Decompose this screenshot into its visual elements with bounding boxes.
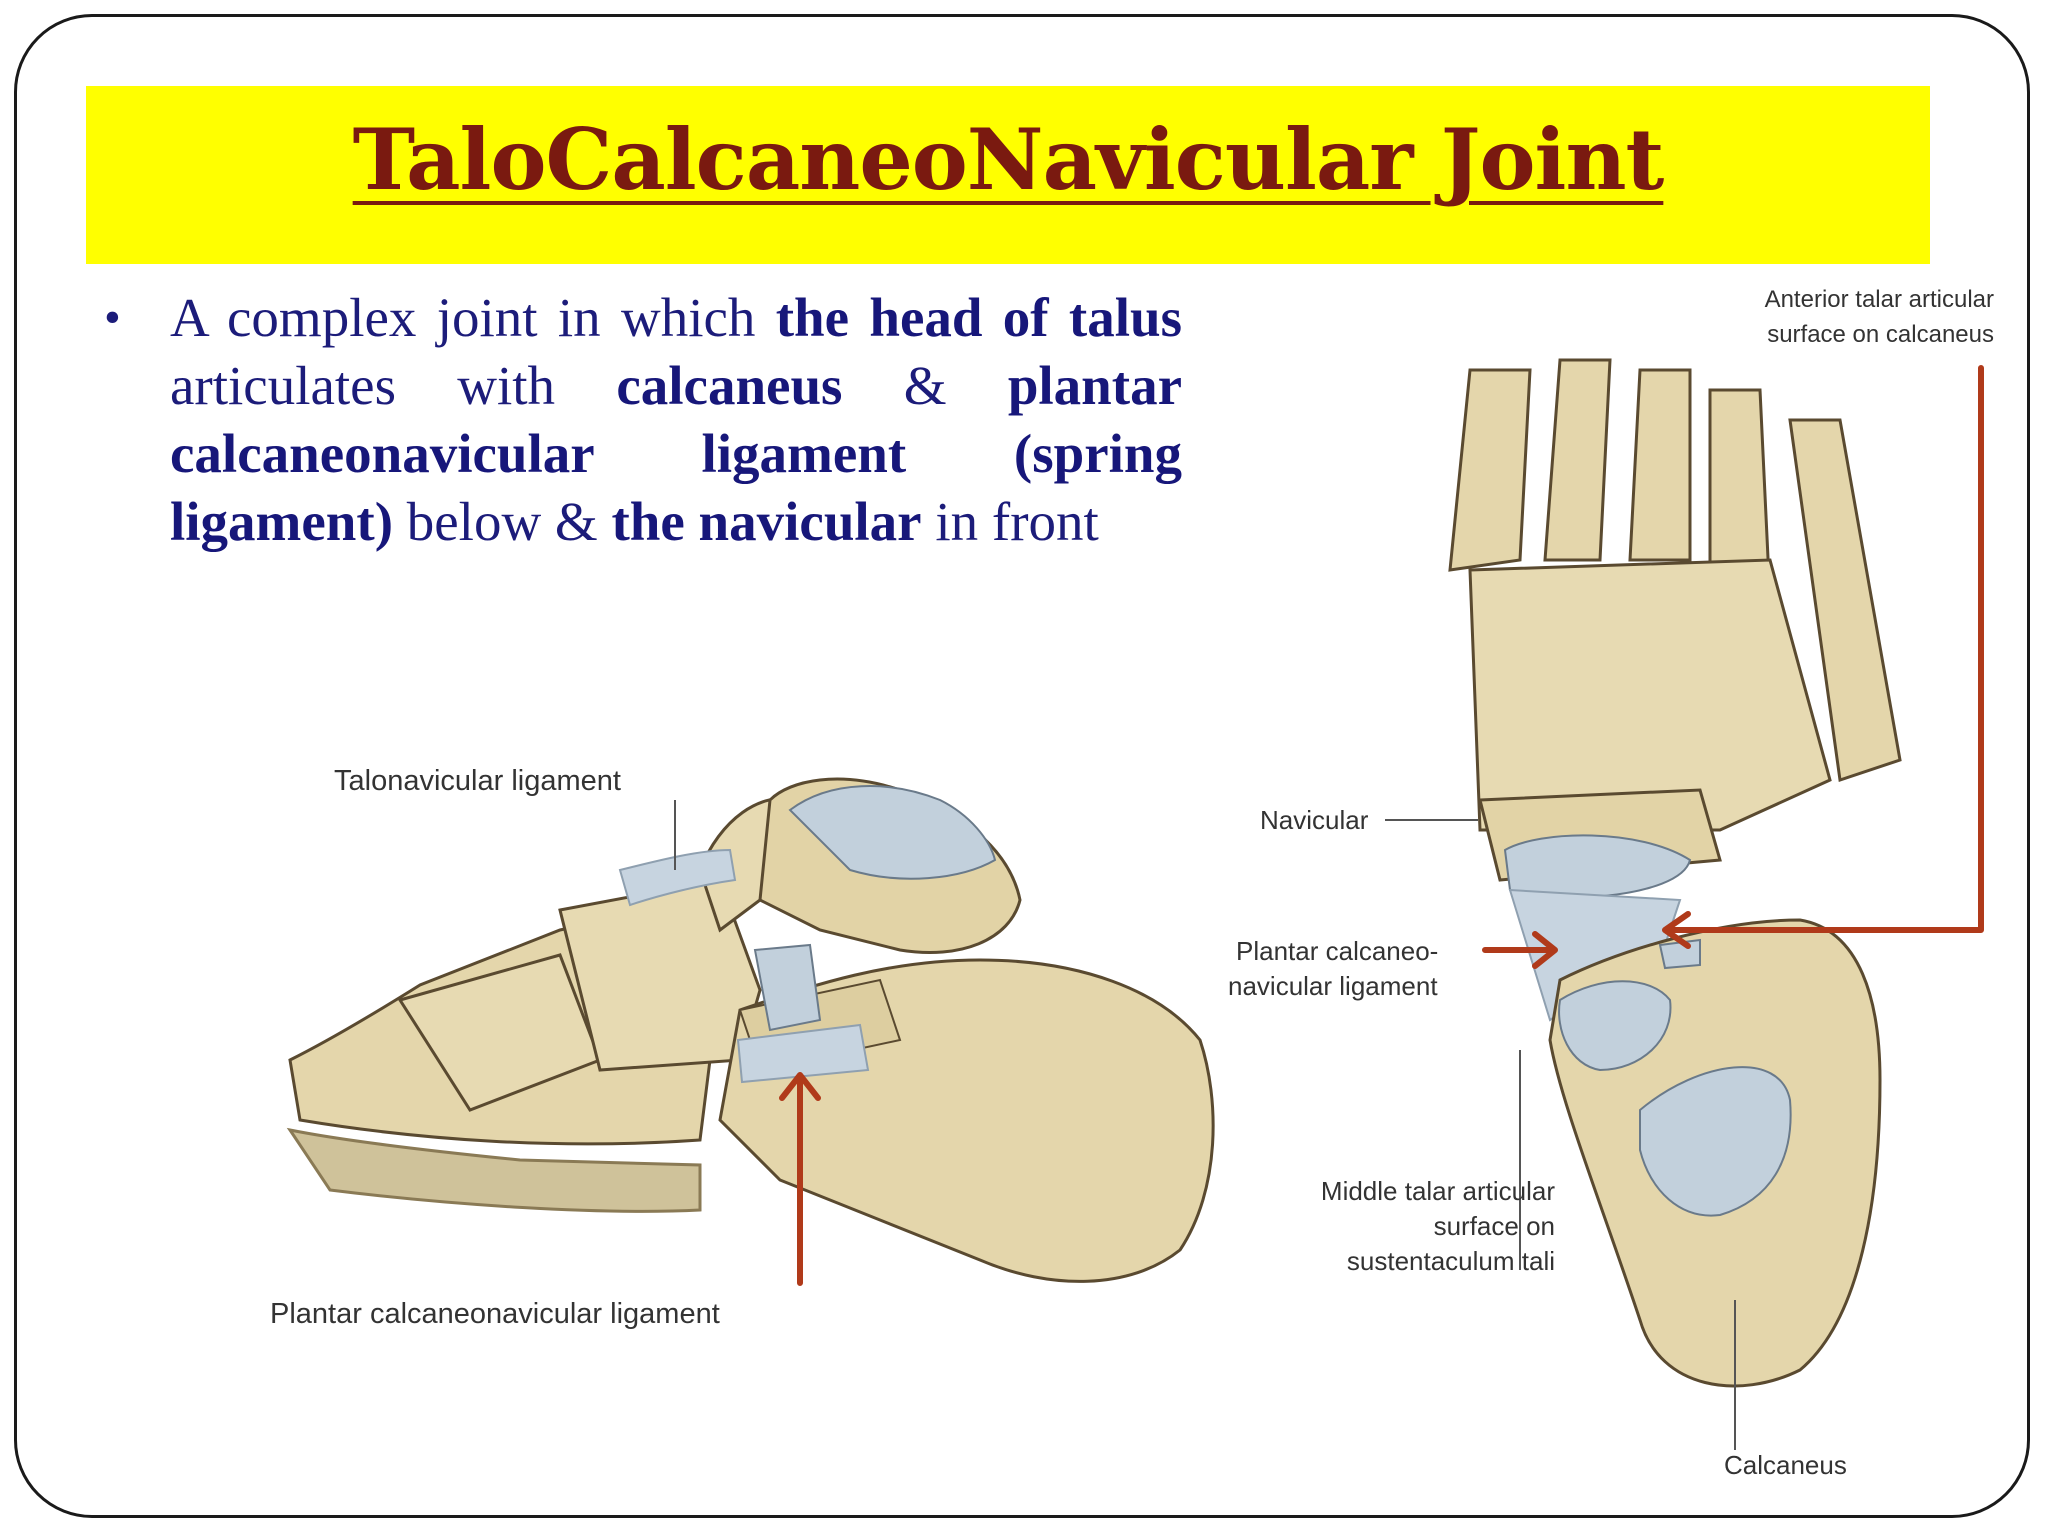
talus-articular-surface bbox=[788, 785, 997, 880]
arrow-right-plantar bbox=[1482, 931, 1558, 969]
label-plantar-calcaneo-1: Plantar calcaneo- bbox=[1236, 936, 1438, 966]
arrow-left-plantar bbox=[779, 1072, 821, 1286]
label-middle-talar-2: surface on bbox=[1434, 1211, 1555, 1241]
text-run: below & bbox=[393, 491, 612, 552]
red-arrows bbox=[779, 365, 1984, 1286]
metatarsals-right bbox=[1448, 358, 1902, 782]
posterior-talar-surface bbox=[1639, 1066, 1792, 1217]
text-run: articulates with bbox=[170, 355, 617, 416]
label-navicular: Navicular bbox=[1260, 805, 1369, 835]
cartilage-patch bbox=[753, 943, 822, 1032]
label-anterior-talar-2: surface on calcaneus bbox=[1767, 321, 1994, 348]
plantar-calcaneonavicular-ligament bbox=[736, 1023, 870, 1084]
label-middle-talar-1: Middle talar articular bbox=[1321, 1176, 1555, 1206]
title-banner: TaloCalcaneoNavicular Joint bbox=[86, 86, 1930, 264]
bold-calcaneus: calcaneus bbox=[616, 355, 843, 416]
anterior-talar-surface bbox=[1658, 938, 1701, 970]
cuboid-cuneiforms bbox=[1468, 558, 1832, 832]
text-run: A complex joint in which bbox=[170, 287, 776, 348]
bold-head-of-talus: the head of talus bbox=[775, 287, 1182, 348]
label-talonavicular-ligament: Talonavicular ligament bbox=[334, 765, 621, 797]
label-middle-talar-3: sustentaculum tali bbox=[1347, 1246, 1555, 1276]
bold-spring-ligament: plantar calcaneonavicular ligament (spri… bbox=[170, 355, 1182, 552]
bullet-text: A complex joint in which the head of tal… bbox=[170, 284, 1182, 556]
talonavicular-ligament bbox=[618, 848, 737, 907]
bold-navicular: the navicular bbox=[611, 491, 922, 552]
label-plantar-calcaneonavicular-ligament-left: Plantar calcaneonavicular ligament bbox=[270, 1298, 720, 1330]
label-calcaneus: Calcaneus bbox=[1724, 1450, 1847, 1480]
slide-title: TaloCalcaneoNavicular Joint bbox=[352, 110, 1665, 209]
arrow-anterior-talar bbox=[1662, 365, 1984, 949]
medial-foot-illustration bbox=[286, 777, 1215, 1283]
bullet-dot-icon: • bbox=[104, 291, 121, 344]
text-run: in front bbox=[921, 491, 1099, 552]
superior-foot-illustration bbox=[1448, 358, 1902, 1388]
label-plantar-calcaneo-2: navicular ligament bbox=[1228, 971, 1438, 1001]
leader-lines bbox=[1385, 819, 1736, 1450]
middle-talar-surface bbox=[1558, 980, 1672, 1072]
text-run: & bbox=[842, 355, 1008, 416]
label-anterior-talar-1: Anterior talar articular bbox=[1765, 286, 1994, 313]
metatarsal-shadow bbox=[286, 1127, 702, 1213]
